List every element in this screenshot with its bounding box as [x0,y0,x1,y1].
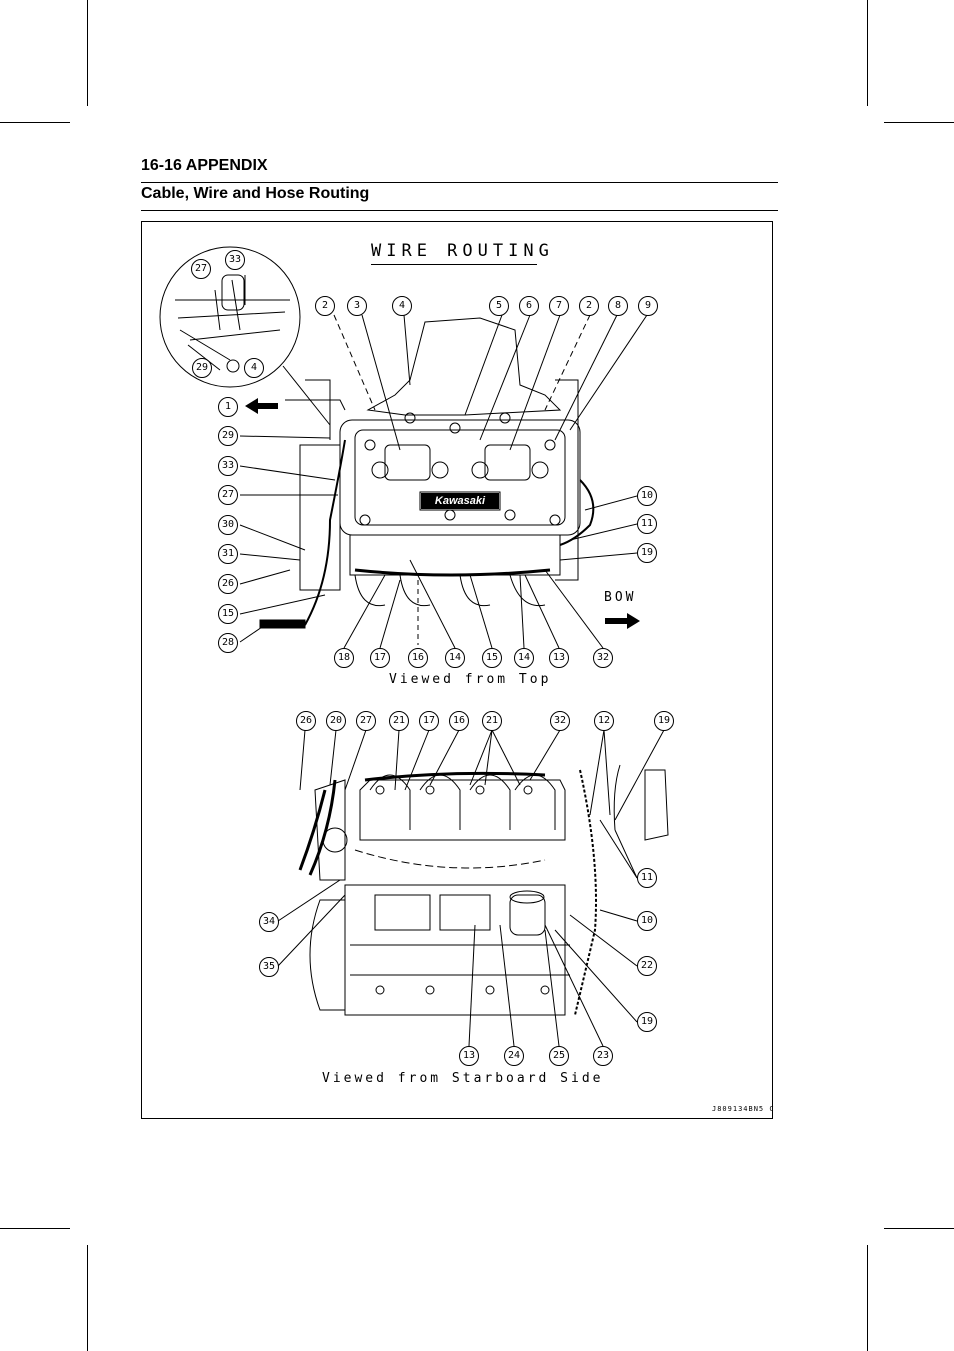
callout-marker: 32 [593,648,613,668]
callout-marker: 29 [192,358,212,378]
callout-marker: 4 [244,358,264,378]
side-leader-lines [277,729,665,1047]
figure-title-underline [371,264,537,265]
callout-marker: 18 [334,648,354,668]
callout-marker: 8 [608,296,628,316]
callout-marker: 27 [218,485,238,505]
callout-marker: 15 [218,604,238,624]
callout-marker: 14 [445,648,465,668]
callout-marker: 30 [218,515,238,535]
figure-code: J809134BN5 C [712,1105,775,1113]
callout-marker: 23 [593,1046,613,1066]
callout-marker: 17 [370,648,390,668]
callout-marker: 19 [637,543,657,563]
bow-label: BOW [604,590,637,605]
callout-marker: 11 [637,868,657,888]
callout-marker: 29 [218,426,238,446]
callout-marker: 28 [218,633,238,653]
crop-mark [0,1228,70,1229]
figure-title: WIRE ROUTING [371,241,554,261]
callout-marker: 16 [408,648,428,668]
crop-mark [87,1245,88,1351]
section-rule [141,210,778,211]
figure-frame [141,221,773,1119]
callout-marker: 24 [504,1046,524,1066]
callout-marker: 25 [549,1046,569,1066]
callout-marker: 32 [550,711,570,731]
callout-marker: 33 [218,456,238,476]
crop-mark [867,0,868,106]
callout-marker: 31 [218,544,238,564]
callout-marker: 16 [449,711,469,731]
callout-marker: 14 [514,648,534,668]
detail-inset [159,246,301,388]
callout-marker: 2 [579,296,599,316]
callout-marker: 19 [637,1012,657,1032]
crop-mark [867,1245,868,1351]
callout-marker: 5 [489,296,509,316]
callout-marker: 15 [482,648,502,668]
header-rule [141,182,778,183]
kawasaki-logo: Kawasaki [421,493,499,509]
page-title: 16-16 APPENDIX [141,157,268,174]
callout-marker: 7 [549,296,569,316]
callout-marker: 21 [389,711,409,731]
section-title: Cable, Wire and Hose Routing [141,185,370,202]
callout-marker: 22 [637,956,657,976]
callout-marker: 13 [549,648,569,668]
callout-marker: 27 [356,711,376,731]
callout-marker: 12 [594,711,614,731]
callout-marker: 10 [637,911,657,931]
top-view-engine [259,317,595,645]
callout-marker: 34 [259,912,279,932]
callout-marker: 21 [482,711,502,731]
callout-marker: 33 [225,250,245,270]
side-view-caption: Viewed from Starboard Side [322,1071,604,1086]
callout-marker: 26 [218,574,238,594]
callout-marker: 1 [218,397,238,417]
crop-mark [884,122,954,123]
callout-marker: 10 [637,486,657,506]
bow-arrow [605,613,640,629]
port-arrow [245,398,278,414]
callout-marker: 11 [637,514,657,534]
callout-marker: 2 [315,296,335,316]
callout-marker: 6 [519,296,539,316]
callout-marker: 4 [392,296,412,316]
callout-marker: 9 [638,296,658,316]
callout-marker: 26 [296,711,316,731]
top-leader-lines [239,314,648,649]
callout-marker: 20 [326,711,346,731]
callout-marker: 19 [654,711,674,731]
crop-mark [0,122,70,123]
crop-mark [884,1228,954,1229]
callout-marker: 3 [347,296,367,316]
top-view-caption: Viewed from Top [389,672,552,687]
callout-marker: 17 [419,711,439,731]
callout-marker: 13 [459,1046,479,1066]
callout-marker: 35 [259,957,279,977]
side-view-engine [298,764,669,1016]
crop-mark [87,0,88,106]
callout-marker: 27 [191,259,211,279]
